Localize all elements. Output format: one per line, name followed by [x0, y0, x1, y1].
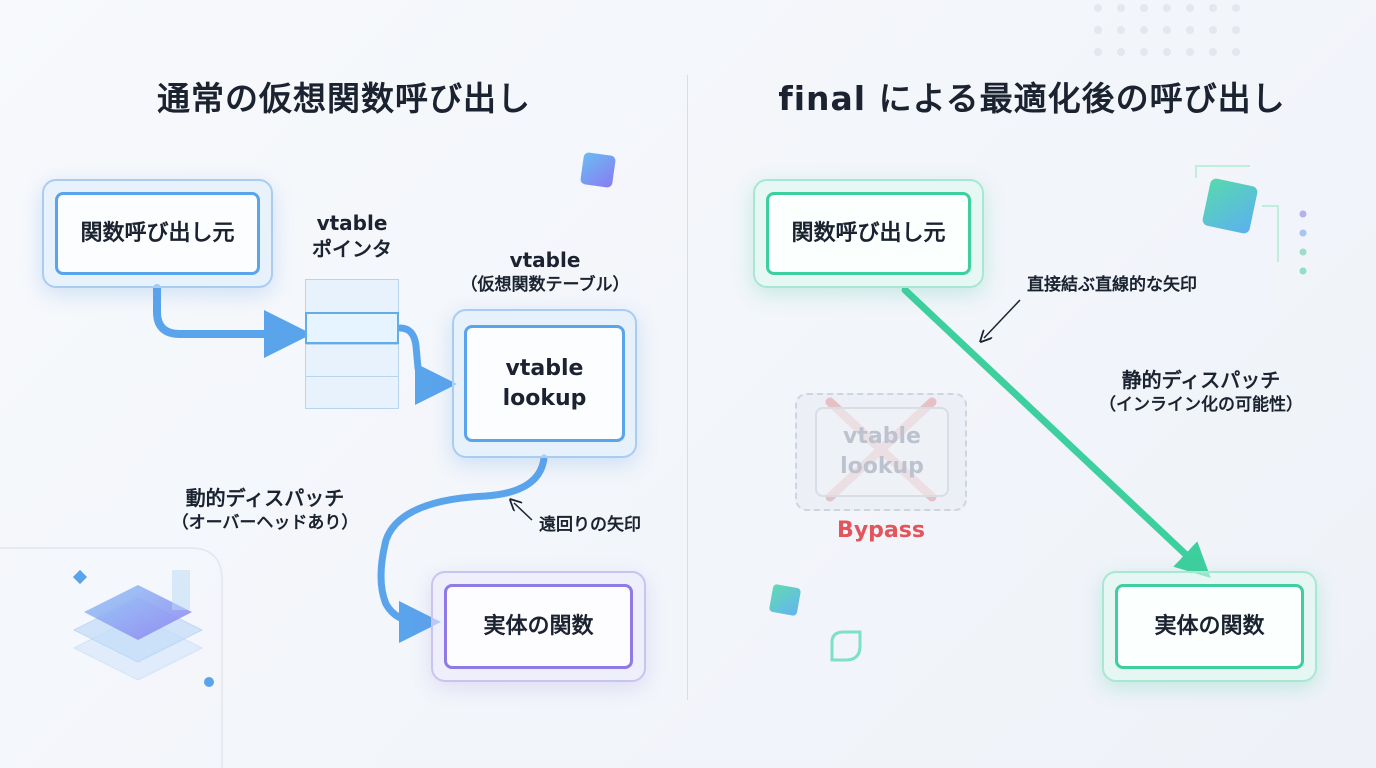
- dynamic-dispatch-line2: （オーバーヘッドあり）: [171, 513, 359, 533]
- static-dispatch-label: 静的ディスパッチ （インライン化の可能性）: [1076, 366, 1326, 418]
- decorative-outline: [1262, 205, 1279, 262]
- table-row: [306, 376, 398, 377]
- caller-box-right-inner: 関数呼び出し元: [766, 192, 971, 275]
- arrow-caller-to-pointer: [153, 284, 312, 358]
- decorative-dot: [1117, 26, 1125, 34]
- left-panel-title: 通常の仮想関数呼び出し: [157, 79, 531, 118]
- dynamic-dispatch-label: 動的ディスパッチ （オーバーヘッドあり）: [145, 484, 385, 536]
- vtable-title-line1: vtable: [509, 248, 581, 272]
- decorative-dot: [1140, 48, 1148, 56]
- detour-label-pointer: [514, 503, 533, 521]
- vtable-pointer-label-line1: vtable: [316, 211, 388, 235]
- caller-box-right: 関数呼び出し元: [753, 179, 984, 288]
- decorative-dot: [1094, 48, 1102, 56]
- vtable-pointer-highlight: [305, 312, 399, 344]
- decorative-dot: [1232, 26, 1240, 34]
- decorative-leaf-icon: [830, 630, 862, 662]
- decorative-dot: [1232, 48, 1240, 56]
- decorative-dot: [1163, 4, 1171, 12]
- bypassed-lookup-inner: vtable lookup: [815, 407, 949, 497]
- decorative-cube-icon: [1202, 178, 1258, 234]
- direct-arrow-label: 直接結ぶ直線的な矢印: [1027, 275, 1197, 295]
- vtable-pointer-label: vtable ポインタ: [290, 210, 414, 262]
- right-panel-title: final による最適化後の呼び出し: [778, 79, 1286, 118]
- decorative-dot: [1209, 48, 1217, 56]
- vtable-pointer-label-line2: ポインタ: [312, 237, 392, 261]
- arrow-direct-call: [901, 286, 1211, 578]
- decorative-dot: [1140, 26, 1148, 34]
- arrow-lookup-to-target: [377, 454, 548, 643]
- decorative-dot: [1186, 4, 1194, 12]
- dynamic-dispatch-line1: 動的ディスパッチ: [185, 486, 345, 510]
- arrow-pointer-to-lookup: [396, 324, 457, 405]
- decorative-outline: [1195, 165, 1250, 178]
- bypassed-lookup-box: vtable lookup: [795, 393, 967, 511]
- caller-box-left-inner: 関数呼び出し元: [55, 192, 260, 275]
- vtable-title-line2: （仮想関数テーブル）: [460, 275, 630, 295]
- decorative-dot: [1140, 4, 1148, 12]
- vtable-lookup-line1: vtable: [505, 355, 584, 381]
- bypassed-lookup-line1: vtable: [843, 424, 921, 450]
- target-function-box-right: 実体の関数: [1102, 571, 1317, 682]
- static-dispatch-line2: （インライン化の可能性）: [1099, 395, 1303, 415]
- decorative-line: [0, 547, 223, 768]
- decorative-dot: [1163, 48, 1171, 56]
- decorative-dot: [1117, 48, 1125, 56]
- target-function-right-inner: 実体の関数: [1115, 584, 1304, 669]
- vtable-lookup-line2: lookup: [502, 385, 587, 411]
- vtable-title: vtable （仮想関数テーブル）: [448, 246, 642, 298]
- bypass-label: Bypass: [837, 518, 925, 543]
- decorative-dot: [1094, 26, 1102, 34]
- caller-box-left: 関数呼び出し元: [42, 179, 273, 288]
- decorative-dot: [1186, 48, 1194, 56]
- decorative-dot: [1094, 4, 1102, 12]
- decorative-dot: [1232, 4, 1240, 12]
- vtable-lookup-box: vtable lookup: [452, 309, 637, 458]
- decorative-dot: [1186, 26, 1194, 34]
- panel-divider: [687, 75, 688, 700]
- vtable-pointer-table: [305, 279, 399, 409]
- decorative-cube-icon: [580, 152, 616, 188]
- vtable-lookup-inner: vtable lookup: [464, 325, 625, 442]
- decorative-layers-icon: [72, 570, 204, 681]
- table-row: [306, 344, 398, 345]
- decorative-cube-icon: [769, 584, 801, 616]
- static-dispatch-line1: 静的ディスパッチ: [1121, 368, 1281, 392]
- decorative-dot: [1209, 4, 1217, 12]
- bypassed-lookup-line2: lookup: [840, 454, 924, 479]
- decorative-dot: [1163, 26, 1171, 34]
- decorative-dot: [1209, 26, 1217, 34]
- detour-arrow-label: 遠回りの矢印: [539, 515, 641, 535]
- direct-label-pointer: [984, 299, 1021, 338]
- decorative-dot: [1117, 4, 1125, 12]
- target-function-box-left: 実体の関数: [431, 571, 646, 682]
- target-function-left-inner: 実体の関数: [444, 584, 633, 669]
